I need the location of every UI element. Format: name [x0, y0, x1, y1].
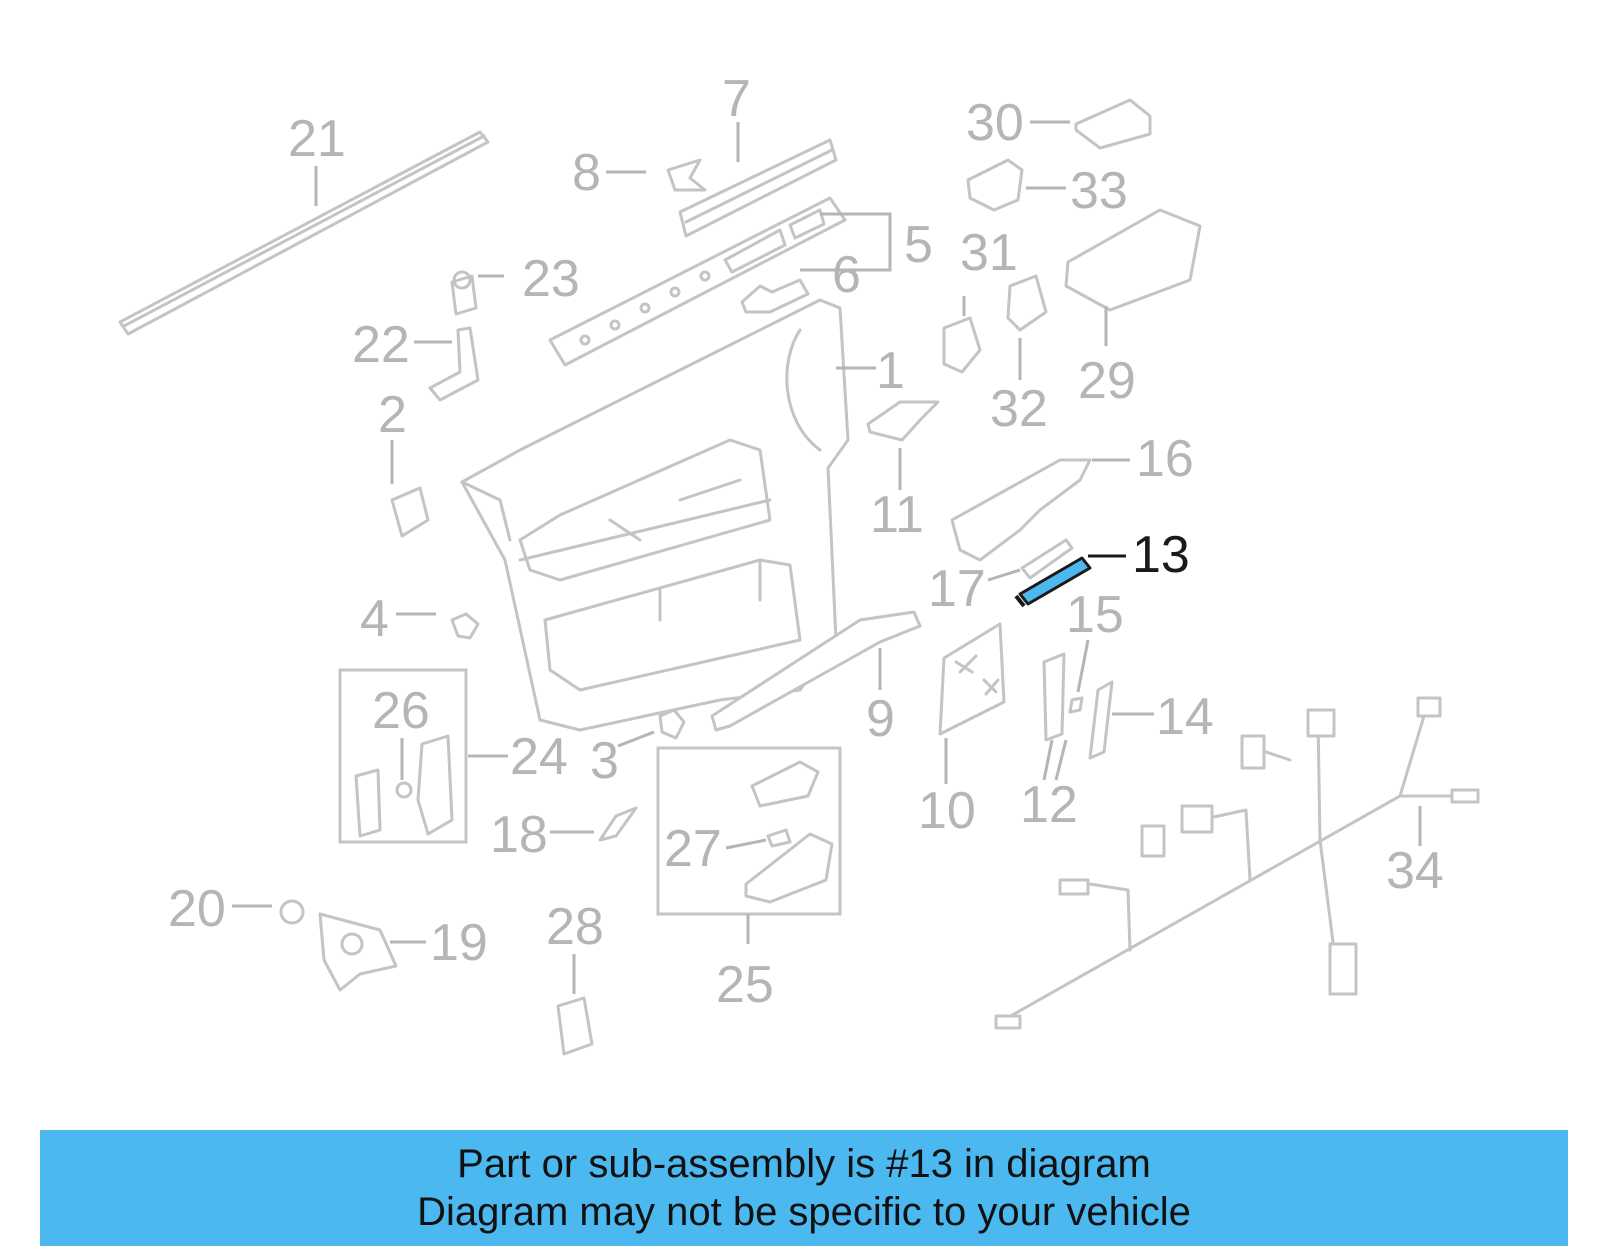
callout-17: 17 [928, 560, 986, 618]
part-5-armrest-upper [548, 196, 847, 367]
callout-13: 13 [1132, 526, 1190, 584]
part-22-bracket [428, 326, 480, 402]
part-34-wiring-harness [994, 696, 1480, 1030]
part-18-clip [598, 806, 638, 842]
part-29-master-switch [1064, 208, 1202, 312]
callout-20: 20 [168, 880, 226, 938]
part-28-clip [556, 996, 594, 1056]
callout-15: 15 [1066, 586, 1124, 644]
callout-10: 10 [918, 782, 976, 840]
callout-9: 9 [866, 690, 895, 748]
callout-12: 12 [1020, 776, 1078, 834]
callout-32: 32 [990, 380, 1048, 438]
part-6-bracket [740, 278, 810, 314]
callout-31: 31 [960, 224, 1018, 282]
part-32-switch [1006, 274, 1048, 332]
part-3-grommet [658, 708, 686, 740]
callout-26: 26 [372, 682, 430, 740]
callout-8: 8 [572, 144, 601, 202]
part-15-screw [1068, 696, 1084, 714]
callout-33: 33 [1070, 162, 1128, 220]
callout-7: 7 [722, 70, 751, 128]
part-13-highlighted [1014, 556, 1092, 608]
part-10-grille [938, 622, 1006, 736]
callout-28: 28 [546, 898, 604, 956]
part-2-clip [390, 486, 430, 538]
part-23-pin [450, 270, 478, 316]
part-17-cover [1020, 538, 1074, 580]
part-8-clip [666, 158, 707, 192]
part-9-armrest-pad [710, 610, 922, 732]
callout-4: 4 [360, 590, 389, 648]
callout-19: 19 [430, 914, 488, 972]
callout-23: 23 [522, 250, 580, 308]
callout-34: 34 [1386, 842, 1444, 900]
info-banner: Part or sub-assembly is #13 in diagram D… [40, 1130, 1568, 1246]
callout-22: 22 [352, 316, 410, 374]
callout-3: 3 [590, 732, 619, 790]
callout-18: 18 [490, 806, 548, 864]
part-12-bracket [1042, 652, 1066, 742]
callout-16: 16 [1136, 430, 1194, 488]
callout-1: 1 [876, 342, 905, 400]
part-11-bezel [866, 400, 940, 442]
part-20-plug [279, 899, 305, 925]
part-7-belt-molding [678, 138, 838, 238]
callout-14: 14 [1156, 688, 1214, 746]
callout-30: 30 [966, 94, 1024, 152]
part-14-handle [1088, 680, 1114, 760]
callout-27: 27 [664, 820, 722, 878]
part-4-plug [450, 612, 480, 640]
callout-11: 11 [870, 486, 924, 544]
part-31-switch [942, 316, 982, 374]
callout-numbers: 21 7 8 5 6 23 22 2 1 11 4 3 9 10 16 17 1… [168, 70, 1444, 1014]
callout-6: 6 [832, 246, 861, 304]
callout-24: 24 [510, 728, 568, 786]
banner-line-2: Diagram may not be specific to your vehi… [417, 1190, 1191, 1234]
part-19-cover [318, 912, 398, 992]
part-21-weatherstrip [118, 130, 490, 336]
callout-21: 21 [288, 110, 346, 168]
callout-29: 29 [1078, 352, 1136, 410]
part-16-switch-bezel [950, 458, 1092, 562]
callout-2: 2 [378, 386, 407, 444]
part-1-door-trim-panel [460, 298, 850, 732]
banner-line-1: Part or sub-assembly is #13 in diagram [457, 1142, 1151, 1186]
part-30-switch [1074, 98, 1152, 150]
callout-25: 25 [716, 956, 774, 1014]
leader-lines [232, 120, 1422, 994]
callout-5: 5 [904, 216, 933, 274]
part-33-switch [966, 158, 1024, 212]
part-group-24 [338, 668, 468, 844]
